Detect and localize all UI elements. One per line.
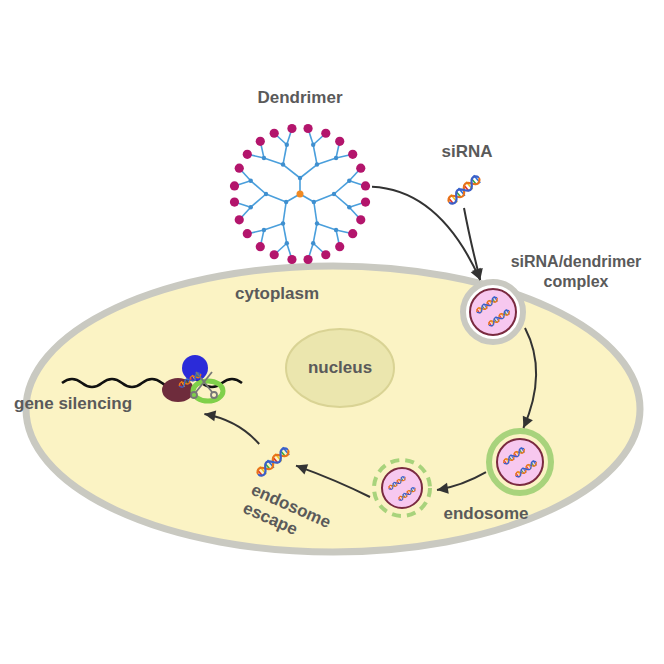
sirna-icon — [487, 308, 511, 327]
label-holder: siRNA — [432, 142, 502, 162]
node-label: gene silencing — [14, 394, 154, 414]
arrowhead — [204, 411, 216, 422]
arrowhead — [296, 464, 308, 474]
node-shape — [228, 122, 372, 266]
flow-arrow — [296, 464, 486, 497]
nucleus-shape — [286, 329, 394, 407]
node-shape — [461, 280, 525, 344]
node-label: Dendrimer — [220, 88, 380, 108]
dendrimer-node: Dendrimer — [228, 122, 372, 266]
node-shape — [486, 428, 554, 496]
complex-particle — [382, 468, 422, 508]
connector-line — [296, 466, 486, 497]
complex-node: siRNA/dendrimer complex — [461, 280, 525, 344]
complex-particle — [470, 289, 516, 335]
sirna-icon — [178, 371, 203, 389]
sirna-icon — [387, 475, 406, 491]
connector-line — [464, 208, 480, 280]
label-holder: nucleus — [285, 358, 395, 378]
membrane-bud — [463, 282, 523, 342]
label-holder: gene silencing — [14, 394, 154, 414]
nucleus-node: nucleus — [285, 328, 395, 408]
flow-arrow — [204, 411, 259, 444]
endosome-node: endosome — [486, 428, 554, 496]
dendrimer-branches — [230, 124, 370, 264]
label-holder: cytoplasm — [235, 284, 355, 304]
sirna-icon — [445, 173, 482, 206]
label-holder: Dendrimer — [220, 88, 380, 108]
arrowhead — [437, 483, 449, 494]
node-label: cytoplasm — [235, 284, 355, 304]
label-holder: endosome — [426, 504, 546, 524]
flow-arrow — [372, 187, 481, 280]
node-label: siRNA — [432, 142, 502, 162]
scissors-icon — [191, 372, 217, 398]
connector-line — [523, 328, 536, 428]
complex-particle — [497, 439, 543, 485]
sirna-icon — [397, 486, 416, 502]
sirna-icon — [514, 459, 538, 478]
sirna-icon — [475, 295, 499, 314]
node-label: endosome — [426, 504, 546, 524]
cell-node: cytoplasmnucleusendosomeendosome escapeg… — [22, 262, 644, 556]
node-label: siRNA/dendrimer complex — [501, 252, 651, 292]
label-holder: siRNA/dendrimer complex — [501, 252, 651, 292]
arrowhead — [472, 268, 483, 280]
arrowhead — [523, 416, 533, 428]
flow-arrow — [523, 328, 536, 428]
connector-line — [372, 187, 480, 280]
endosome-membrane — [489, 431, 551, 493]
sirna-icon — [502, 446, 526, 465]
flow-arrow — [464, 208, 483, 280]
sirna-icon — [254, 445, 291, 478]
ruptured-endosome — [374, 460, 430, 516]
node-label: nucleus — [285, 358, 395, 378]
